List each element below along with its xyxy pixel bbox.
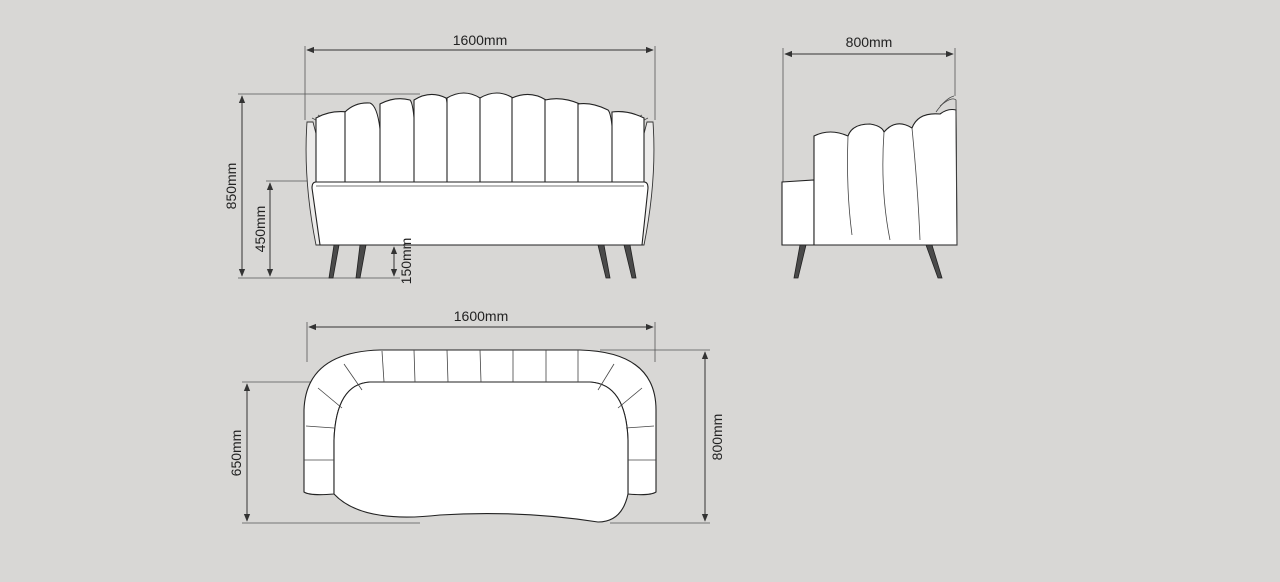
front-width-label: 1600mm — [453, 32, 507, 48]
front-height-label: 850mm — [223, 163, 239, 210]
top-width-label: 1600mm — [454, 308, 508, 324]
side-depth-label: 800mm — [846, 34, 893, 50]
front-leg-height-label: 150mm — [398, 238, 414, 285]
top-view: 1600mm 650mm 800mm — [228, 308, 725, 524]
top-inner-depth-label: 650mm — [228, 430, 244, 477]
front-back-petals — [315, 92, 645, 183]
top-depth-label: 800mm — [709, 414, 725, 461]
front-view: 1600mm 850mm 450mm 150mm — [223, 32, 656, 285]
top-band-segments — [304, 349, 656, 461]
side-view: 800mm — [781, 34, 958, 279]
front-seat-height-label: 450mm — [252, 206, 268, 253]
